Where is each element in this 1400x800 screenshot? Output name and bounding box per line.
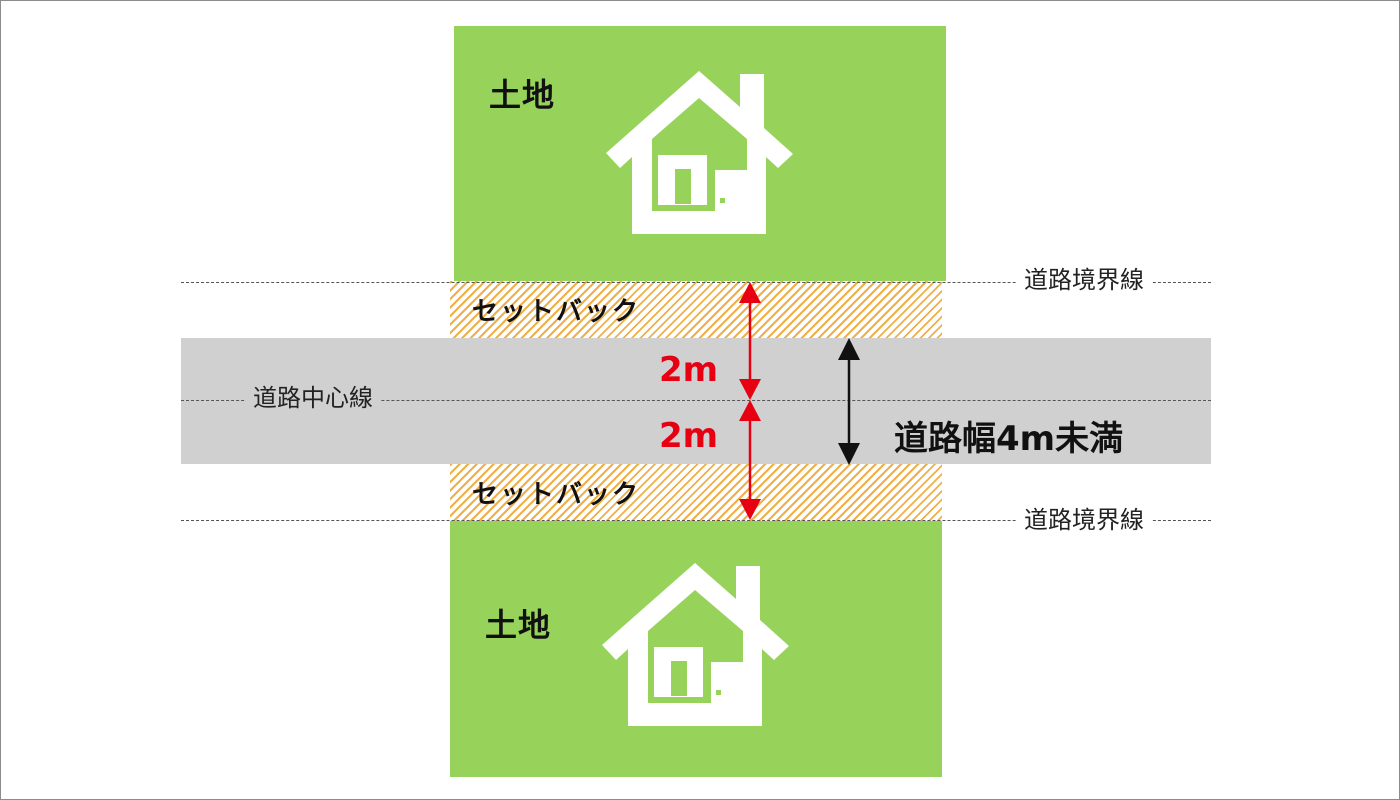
road-width-arrow (838, 338, 860, 465)
house-icon (602, 563, 789, 726)
road-boundary-line-top (181, 282, 1211, 283)
setback-area-top: セットバック (450, 281, 942, 338)
lower-2m-arrow (739, 400, 761, 520)
dimension-label-lower: 2m (659, 416, 719, 456)
road-boundary-label-top: 道路境界線 (1016, 264, 1152, 296)
road-boundary-line-bottom (181, 520, 1211, 521)
land-bottom: 土地 (450, 521, 942, 777)
road-width-label: 道路幅4m未満 (894, 419, 1124, 459)
road-boundary-label-bottom: 道路境界線 (1016, 504, 1152, 536)
dimension-label-upper: 2m (659, 350, 719, 390)
house-icon (606, 71, 793, 234)
setback-area-bottom: セットバック (450, 464, 942, 521)
road-center-label: 道路中心線 (245, 382, 381, 414)
upper-2m-arrow (739, 282, 761, 400)
land-top: 土地 (454, 26, 946, 281)
road-center-line (181, 400, 1211, 401)
setback-label: セットバック (472, 480, 641, 510)
land-label: 土地 (489, 76, 556, 114)
land-label: 土地 (485, 606, 552, 644)
setback-label: セットバック (472, 297, 641, 327)
